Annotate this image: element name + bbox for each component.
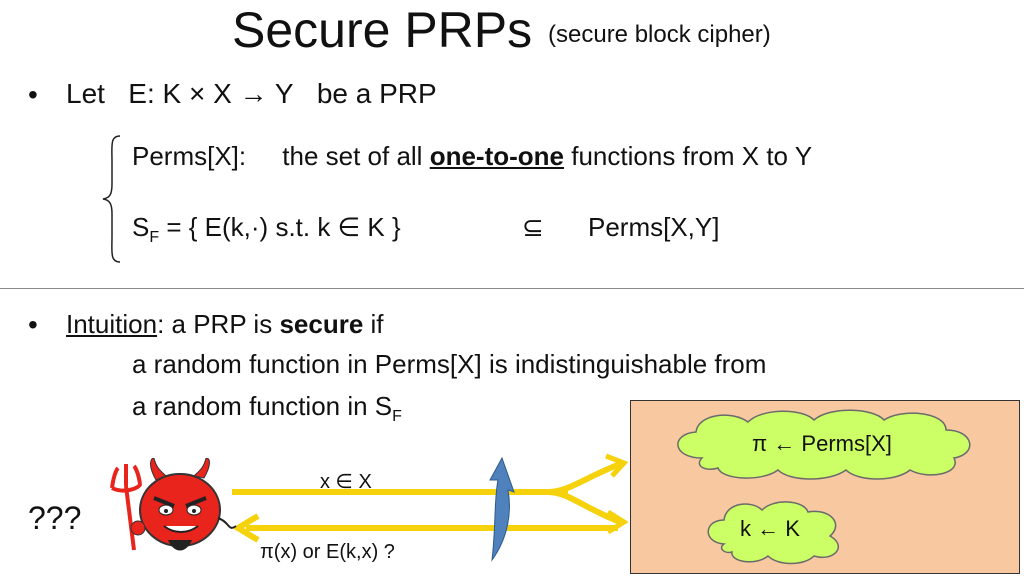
bullet2-line3-main: a random function in S	[132, 391, 393, 421]
sf-lhs-sub: F	[149, 229, 160, 247]
bullet2-line2: a random function in Perms[X] is indisti…	[132, 349, 767, 379]
bullet1-text: Let E: K × X → Y be a PRP	[66, 78, 437, 110]
perms-text-before: the set of all	[282, 141, 423, 171]
bullet1-suffix: be a PRP	[316, 78, 437, 109]
intuition-colon-text: : a PRP is	[157, 309, 273, 339]
intuition-tail: if	[370, 309, 384, 339]
page-title: Secure PRPs	[232, 2, 533, 58]
cloud-bottom-label: k ← K	[740, 516, 800, 541]
perms-emphasis: one-to-one	[429, 141, 565, 171]
bullet2-line3: a random function in SF	[132, 391, 402, 432]
sf-definition: SF = { E(k,·) s.t. k ∈ K }	[132, 212, 401, 253]
devil-icon	[110, 458, 237, 551]
intuition-label: Intuition	[66, 309, 158, 339]
curved-arrow-icon	[489, 456, 515, 562]
question-marks: ???	[28, 500, 82, 536]
perms-label: Perms[X]:	[132, 141, 247, 171]
secure-emphasis: secure	[279, 309, 364, 339]
bullet1-prefix: Let	[66, 78, 105, 109]
brace-icon	[102, 135, 121, 263]
sf-set: = { E(k,·) s.t. k ∈ K }	[166, 212, 401, 242]
perms-definition: Perms[X]: the set of all one-to-one func…	[132, 141, 812, 171]
bullet-marker: •	[28, 309, 38, 340]
page-subtitle: (secure block cipher)	[548, 21, 771, 48]
section-divider	[0, 288, 1024, 289]
bullet2-line3-sub: F	[392, 408, 402, 426]
bullet1-expr: E: K × X → Y	[128, 78, 294, 109]
sf-rhs: Perms[X,Y]	[588, 212, 720, 242]
cloud-top-label: π ← Perms[X]	[752, 431, 892, 456]
arrow-top-label: x ∈ X	[320, 471, 372, 493]
cloud-bottom-shape	[707, 501, 839, 565]
bullet2-line1: Intuition: a PRP is secure if	[66, 309, 384, 339]
arrows-diagram	[232, 453, 628, 543]
subset-symbol: ⊆	[522, 212, 544, 242]
perms-text-after: functions from X to Y	[571, 141, 813, 171]
sf-lhs: S	[132, 212, 150, 242]
bullet-marker: •	[28, 79, 38, 110]
arrow-bottom-label: π(x) or E(k,x) ?	[260, 541, 395, 563]
cloud-top-shape	[677, 409, 971, 480]
